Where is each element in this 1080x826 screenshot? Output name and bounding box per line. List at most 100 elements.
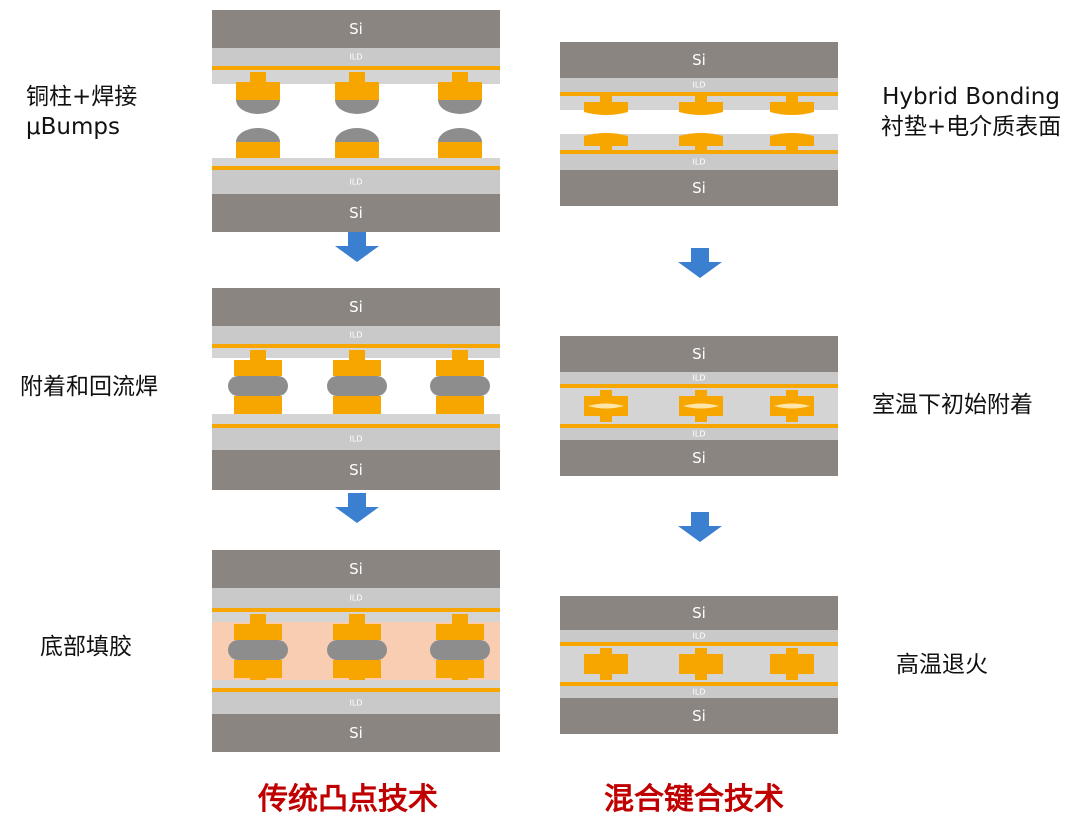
- right-step1-caption-line1: Hybrid Bonding: [882, 84, 1060, 110]
- right-d2-gap-0: [588, 403, 624, 409]
- left-d3-bot-si-label: Si: [349, 724, 363, 742]
- left-d2-bot-metal: [212, 424, 500, 428]
- right-d1-top-ild: [560, 78, 838, 92]
- left-d2-top-ild: [212, 326, 500, 344]
- right-d1-bot-ild: [560, 154, 838, 170]
- right-d3-top-si: [560, 596, 838, 630]
- right-d1-top-metal: [560, 92, 838, 96]
- left-d1-bot-solder-2: [438, 128, 482, 142]
- left-d3-solder-0: [228, 640, 288, 660]
- right-d3-top-si-label: Si: [692, 604, 706, 622]
- left-d1-top-solder-1: [335, 100, 379, 114]
- left-step1-caption-line2: μBumps: [26, 114, 120, 140]
- left-d1-bot-interface: [212, 158, 500, 168]
- left-d2-solder-0: [228, 376, 288, 396]
- right-step1-caption: Hybrid Bonding 衬垫+电介质表面: [866, 82, 1076, 142]
- right-d1-bot-via-top-2: [786, 146, 798, 152]
- right-d2-top-ild-label: ILD: [693, 374, 706, 383]
- right-d3-top-ild: [560, 630, 838, 642]
- left-d1-bot-pillar-0: [236, 142, 280, 158]
- left-d2-solder-1: [327, 376, 387, 396]
- left-d1-bot-si: [212, 194, 500, 232]
- right-d1-bot-via-top-0: [600, 146, 612, 152]
- left-d3-top-si: [212, 550, 500, 588]
- right-d1-bot-si: [560, 170, 838, 206]
- left-d3-top-ild-label: ILD: [350, 594, 363, 603]
- right-d3-bot-via-1: [695, 674, 707, 680]
- left-d2-top-via-1: [349, 350, 365, 360]
- left-arrow-1: [335, 232, 379, 262]
- right-d2-top-via-1: [695, 390, 707, 396]
- left-d3-top-ild: [212, 588, 500, 608]
- left-d2-bot-pillar-0: [234, 396, 282, 414]
- right-d3-bot-si: [560, 698, 838, 734]
- left-d3-bot-pillar-1: [333, 660, 381, 678]
- left-arrow-2: [335, 493, 379, 523]
- left-d1-bot-solder-0: [236, 128, 280, 142]
- right-d3-bot-metal: [560, 682, 838, 686]
- right-d1-bot-ild-label: ILD: [693, 158, 706, 167]
- left-d3-top-si-label: Si: [349, 560, 363, 578]
- left-step1-caption: 铜柱+焊接 μBumps: [26, 82, 137, 142]
- right-step3-caption: 高温退火: [896, 652, 988, 678]
- right-d2-top-metal: [560, 384, 838, 388]
- right-d2-top-ild: [560, 372, 838, 384]
- left-d1-top-metal: [212, 66, 500, 70]
- left-d3-top-metal: [212, 608, 500, 612]
- left-d2-bot-pillar-2: [436, 396, 484, 414]
- right-d3-bot-via-0: [600, 674, 612, 680]
- right-d3-bot-si-label: Si: [692, 707, 706, 725]
- left-d1-bot-pillar-1: [335, 142, 379, 158]
- left-d3-bot-si: [212, 714, 500, 752]
- left-d2-bot-interface: [212, 414, 500, 426]
- right-d1-top-pad-2: [770, 102, 814, 115]
- left-d1-top-via-0: [250, 72, 266, 82]
- right-d3-bot-ild-label: ILD: [693, 688, 706, 697]
- right-d1-bot-via-top-1: [695, 146, 707, 152]
- left-d3-top-pillar-1: [333, 624, 381, 640]
- left-d3-bot-pillar-2: [436, 660, 484, 678]
- left-d2-top-pillar-2: [436, 360, 484, 376]
- right-d2-top-si: [560, 336, 838, 372]
- left-d3-bot-ild: [212, 692, 500, 714]
- right-d1-bot-si-label: Si: [692, 179, 706, 197]
- left-d3-top-via-0: [250, 614, 266, 624]
- left-d2-top-pillar-0: [234, 360, 282, 376]
- left-d1-bot-solder-1: [335, 128, 379, 142]
- left-d2-top-si: [212, 288, 500, 326]
- left-step1-caption-line1: 铜柱+焊接: [26, 84, 138, 110]
- left-step3-caption: 底部填胶: [40, 634, 132, 660]
- right-d2-top-via-0: [600, 390, 612, 396]
- right-d3-top-ild-label: ILD: [693, 632, 706, 641]
- right-d3-pad-2: [770, 654, 814, 674]
- right-d3-top-via-0: [600, 648, 612, 654]
- right-d1-top-si-label: Si: [692, 51, 706, 69]
- right-d1-top-via-2: [786, 96, 798, 102]
- right-d3-pad-0: [584, 654, 628, 674]
- right-arrow-1: [678, 248, 722, 278]
- right-d1-top-ild-label: ILD: [693, 81, 706, 90]
- right-d2-bot-si: [560, 440, 838, 476]
- right-d1-top-via-1: [695, 96, 707, 102]
- left-d1-top-pillar-0: [236, 82, 280, 100]
- right-d2-gap-1: [683, 403, 719, 409]
- right-d1-bot-pad-top-0: [584, 133, 628, 146]
- left-d1-top-via-1: [349, 72, 365, 82]
- left-d1-top-ild-label: ILD: [350, 53, 363, 62]
- right-d1-bot-pad-top-2: [770, 133, 814, 146]
- right-d1-bot-metal: [560, 150, 838, 154]
- left-d3-bot-pillar-0: [234, 660, 282, 678]
- right-d2-top-via-2: [786, 390, 798, 396]
- left-d1-top-solder-2: [438, 100, 482, 114]
- left-d1-bot-metal: [212, 166, 500, 170]
- right-d2-bot-ild-label: ILD: [693, 430, 706, 439]
- left-d2-bot-pillar-1: [333, 396, 381, 414]
- left-d2-top-via-0: [250, 350, 266, 360]
- right-d3-bot-ild: [560, 686, 838, 698]
- right-d2-bot-metal: [560, 424, 838, 428]
- right-d2-top-si-label: Si: [692, 345, 706, 363]
- left-step2-caption: 附着和回流焊: [20, 374, 158, 400]
- left-d2-solder-2: [430, 376, 490, 396]
- left-d1-top-ild: [212, 48, 500, 66]
- left-d2-top-si-label: Si: [349, 298, 363, 316]
